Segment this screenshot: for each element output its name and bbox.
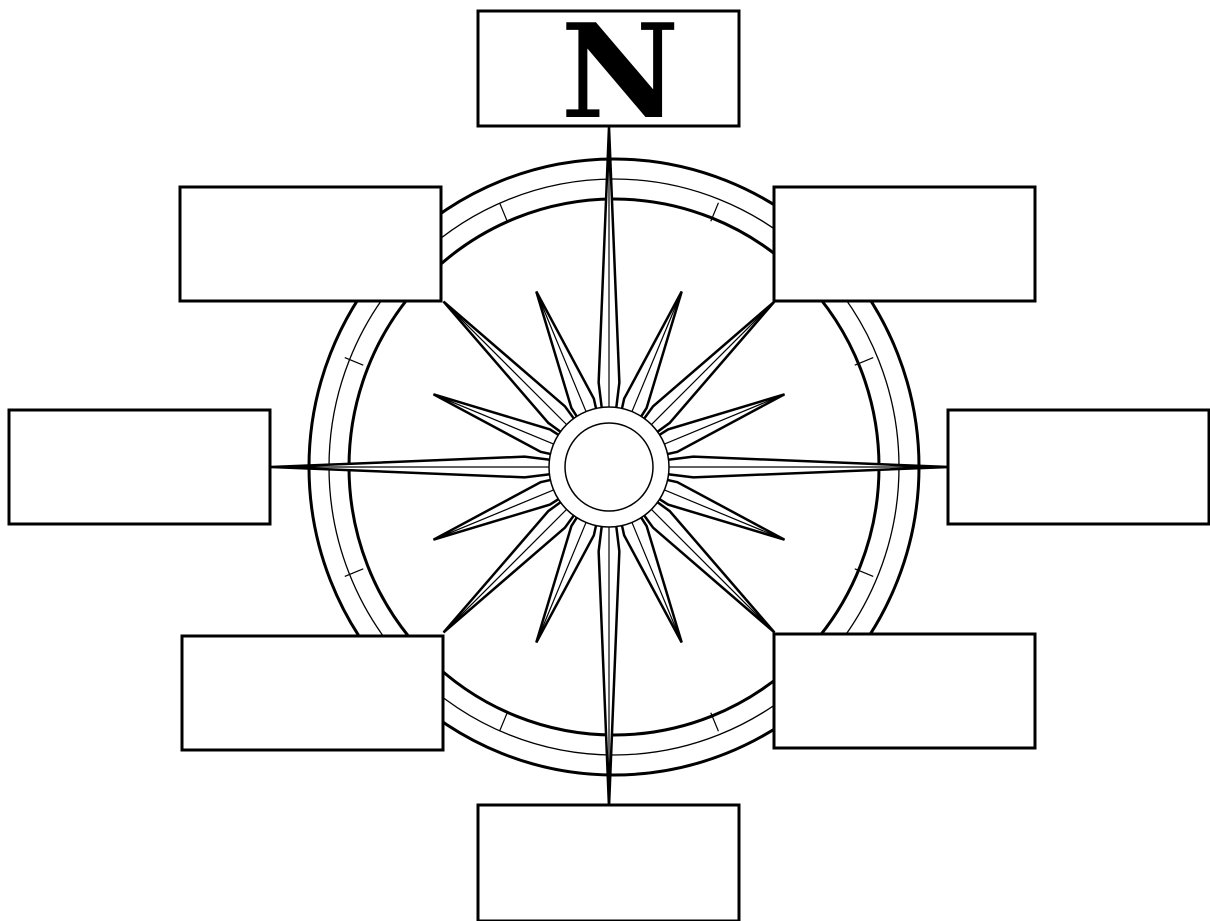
label-box-northwest[interactable] bbox=[180, 187, 441, 301]
label-box-south[interactable] bbox=[478, 805, 739, 921]
label-box-northeast[interactable] bbox=[774, 187, 1035, 301]
north-label: N bbox=[561, 0, 680, 148]
hub-inner-circle bbox=[565, 423, 653, 511]
compass-hub bbox=[549, 407, 669, 527]
label-box-west[interactable] bbox=[9, 410, 270, 524]
label-box-southeast[interactable] bbox=[774, 634, 1035, 748]
ring-tick bbox=[500, 203, 508, 221]
label-box-east[interactable] bbox=[948, 410, 1209, 524]
label-box-southwest[interactable] bbox=[182, 636, 443, 750]
ring-tick bbox=[500, 713, 508, 731]
